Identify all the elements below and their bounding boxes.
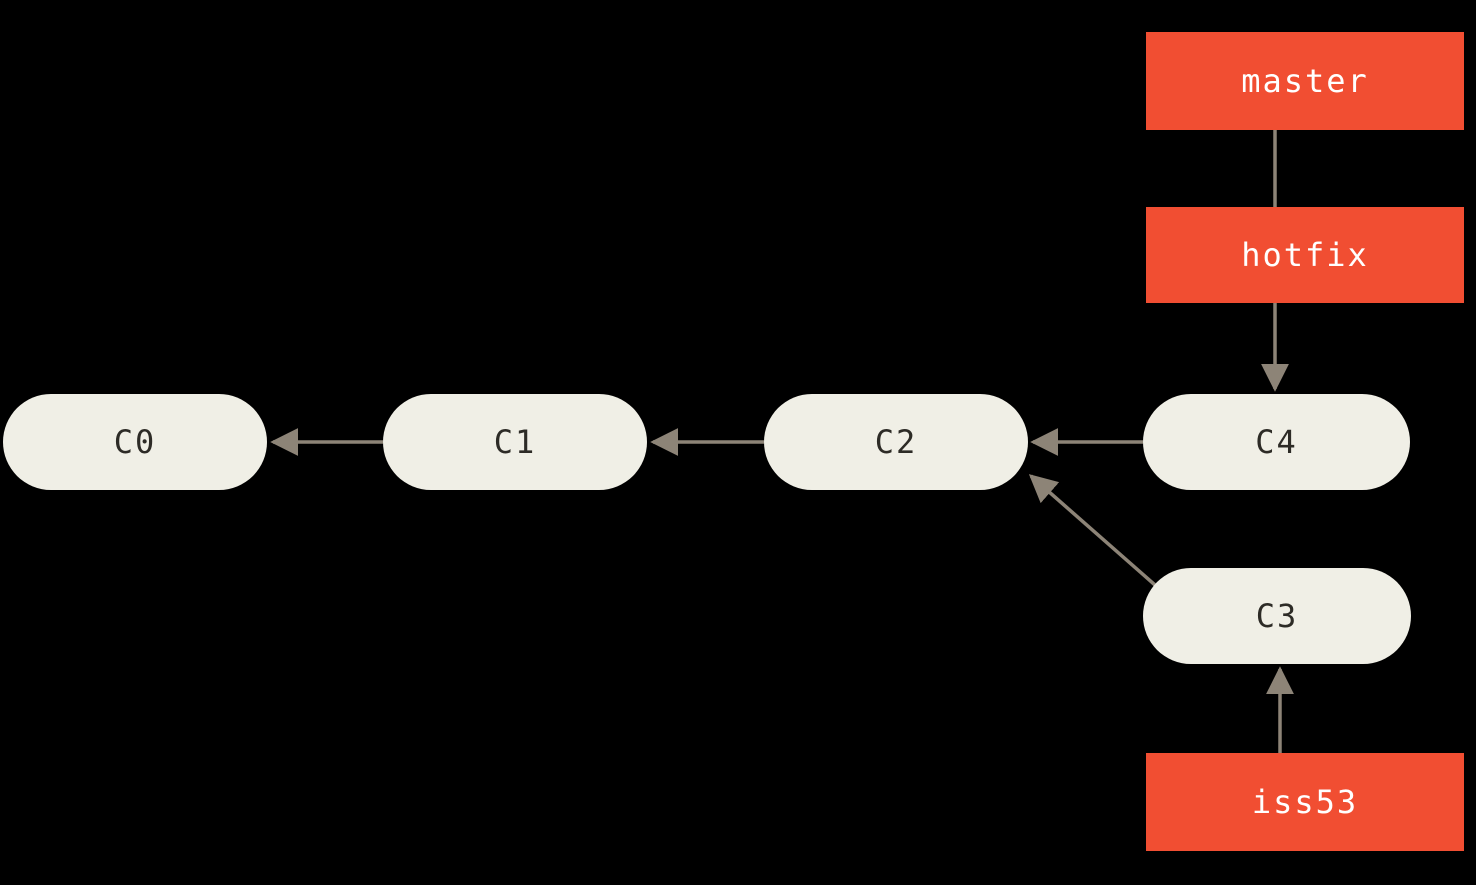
branch-label-hotfix-text: hotfix [1241, 236, 1369, 274]
commit-label-c0: C0 [113, 423, 157, 461]
commit-node-c2: C2 [764, 394, 1028, 490]
commit-label-c2: C2 [874, 423, 918, 461]
commit-label-c3: C3 [1255, 597, 1299, 635]
branch-label-iss53: iss53 [1146, 753, 1464, 851]
commit-label-c4: C4 [1255, 423, 1298, 461]
branch-label-iss53-text: iss53 [1251, 783, 1359, 821]
commit-node-c1: C1 [383, 394, 647, 490]
commit-node-c3: C3 [1143, 568, 1411, 664]
edge-c3-to-c2 [1028, 474, 1157, 587]
branch-label-master: master [1146, 32, 1464, 130]
branch-label-hotfix: hotfix [1146, 207, 1464, 303]
commit-node-c0: C0 [3, 394, 267, 490]
commit-node-c4: C4 [1143, 394, 1410, 490]
commit-label-c1: C1 [493, 423, 537, 461]
branch-label-master-text: master [1241, 62, 1369, 100]
